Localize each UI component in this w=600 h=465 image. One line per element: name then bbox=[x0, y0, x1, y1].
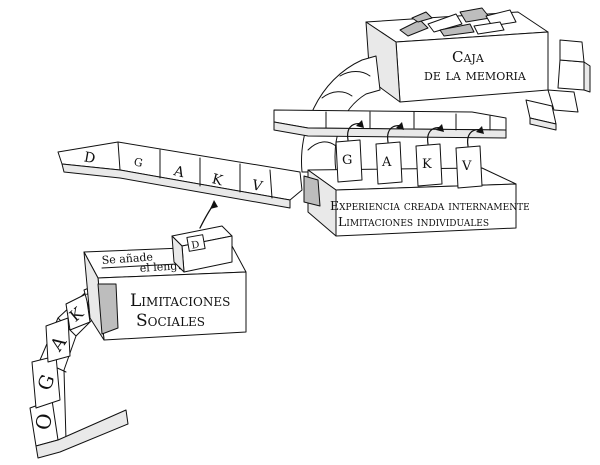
connector-bar bbox=[273, 109, 507, 139]
memory-box: Caja de la memoria bbox=[365, 7, 549, 103]
slot-3: K bbox=[415, 124, 444, 187]
upper-strip-letter-4: K bbox=[210, 171, 225, 189]
bottom-strip-letter-1: O bbox=[31, 412, 57, 432]
bottom-strip-letter-2: G bbox=[34, 372, 60, 394]
slot-letter-1: G bbox=[342, 153, 352, 168]
internal-box-line1: Experiencia creada internamente bbox=[330, 198, 530, 213]
slot-1: G bbox=[335, 120, 364, 183]
memory-box-line1: Caja bbox=[452, 48, 485, 66]
right-curved-strip bbox=[525, 39, 591, 131]
small-language-box: D bbox=[171, 225, 233, 273]
slot-2: A bbox=[375, 122, 404, 185]
language-note-line1: Se añade bbox=[101, 250, 153, 267]
social-box-line1: Limitaciones bbox=[130, 291, 230, 311]
upper-strip-letter-3: A bbox=[171, 163, 187, 181]
upper-letter-strip: D G A K V bbox=[57, 141, 303, 209]
small-box-glyph: D bbox=[191, 240, 201, 252]
bottom-curved-strip: O G A K V bbox=[29, 279, 129, 459]
slot-letter-3: K bbox=[422, 157, 432, 172]
upper-strip-letter-5: V bbox=[249, 177, 265, 195]
internal-experience-box: G A K V Experiencia creada internamente … bbox=[303, 120, 530, 237]
internal-box-line2: Limitaciones individuales bbox=[338, 214, 489, 229]
upper-strip-letter-1: D bbox=[83, 149, 97, 167]
memory-box-line2: de la memoria bbox=[424, 66, 527, 84]
social-box-line2: Sociales bbox=[136, 311, 205, 331]
slot-letter-2: A bbox=[381, 155, 392, 170]
slot-letter-4: V bbox=[461, 159, 472, 174]
upper-strip-letter-2: G bbox=[133, 155, 144, 170]
arrow-up-to-strip bbox=[199, 200, 218, 229]
slot-4: V bbox=[455, 126, 484, 189]
